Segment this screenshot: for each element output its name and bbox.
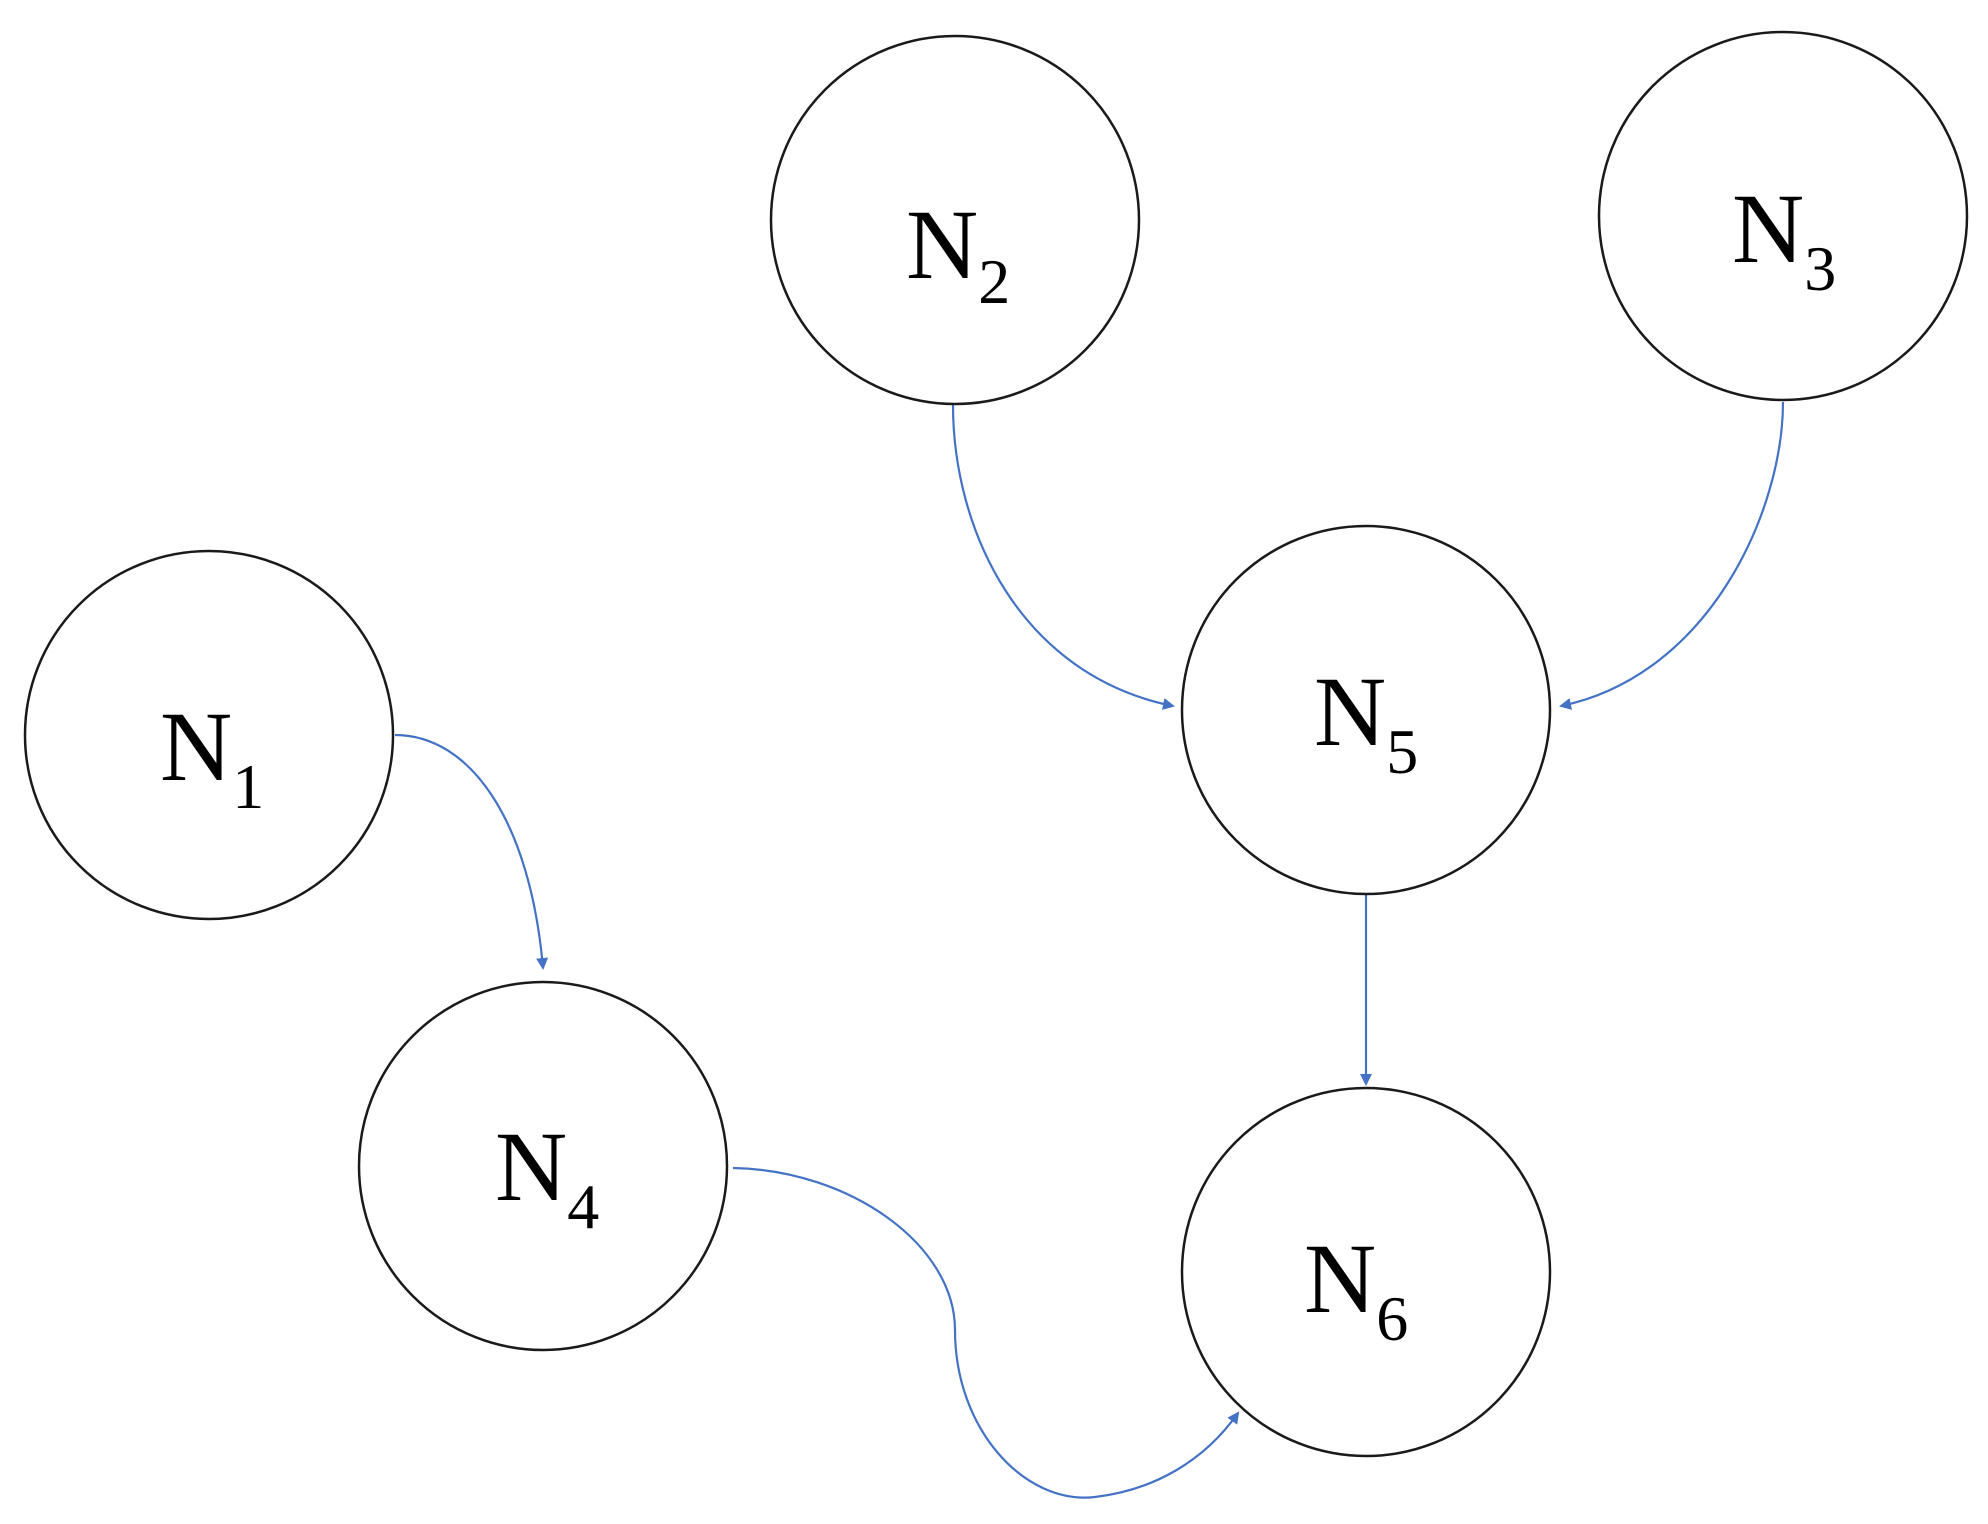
node-n3: N3 [1597, 30, 1969, 402]
node-label: N2 [906, 189, 1010, 317]
node-label: N5 [1314, 656, 1418, 787]
edge-n1-n4 [394, 733, 549, 970]
node-circle [769, 34, 1141, 406]
edge-n4-n6 [732, 1166, 1240, 1499]
node-circle [23, 549, 395, 921]
node-circle [1180, 524, 1552, 896]
edge-n2-n5 [951, 404, 1175, 710]
edge-n3-n5 [1559, 401, 1785, 710]
node-n4: N4 [357, 980, 729, 1352]
node-circle [1597, 30, 1969, 402]
node-circle [357, 980, 729, 1352]
node-n5: N5 [1180, 524, 1552, 896]
edges-layer [394, 401, 1785, 1499]
node-n1: N1 [23, 549, 395, 921]
node-n6: N6 [1180, 1086, 1552, 1458]
node-label: N4 [495, 1111, 599, 1242]
node-label: N1 [160, 691, 264, 822]
node-label: N3 [1732, 173, 1836, 304]
node-n2: N2 [769, 34, 1141, 406]
node-label: N6 [1304, 1223, 1408, 1354]
node-circle [1180, 1086, 1552, 1458]
